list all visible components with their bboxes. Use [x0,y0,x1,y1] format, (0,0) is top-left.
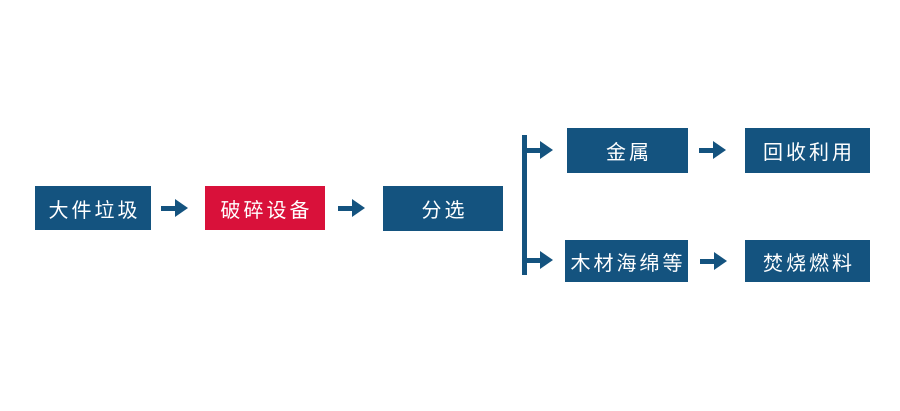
arrow-right-icon [526,251,553,269]
arrow-stem [700,258,714,264]
arrow-stem [526,257,540,263]
arrow-head [713,141,726,159]
arrow-head [175,199,188,217]
arrow-right-icon [526,141,553,159]
node-sorting: 分选 [383,186,503,231]
node-incineration-fuel: 焚烧燃料 [745,240,870,282]
arrow-head [540,141,553,159]
node-bulky-waste: 大件垃圾 [35,186,151,230]
branch-line [522,135,527,275]
node-crushing-equipment: 破碎设备 [205,186,325,230]
node-metal: 金属 [567,128,688,173]
arrow-right-icon [338,199,365,217]
arrow-stem [699,147,713,153]
arrow-stem [161,205,175,211]
arrow-head [540,251,553,269]
node-wood-sponge: 木材海绵等 [565,240,688,282]
node-recycling: 回收利用 [745,128,870,173]
arrow-right-icon [161,199,188,217]
arrow-stem [526,147,540,153]
arrow-head [352,199,365,217]
arrow-right-icon [700,252,727,270]
arrow-head [714,252,727,270]
arrow-right-icon [699,141,726,159]
arrow-stem [338,205,352,211]
